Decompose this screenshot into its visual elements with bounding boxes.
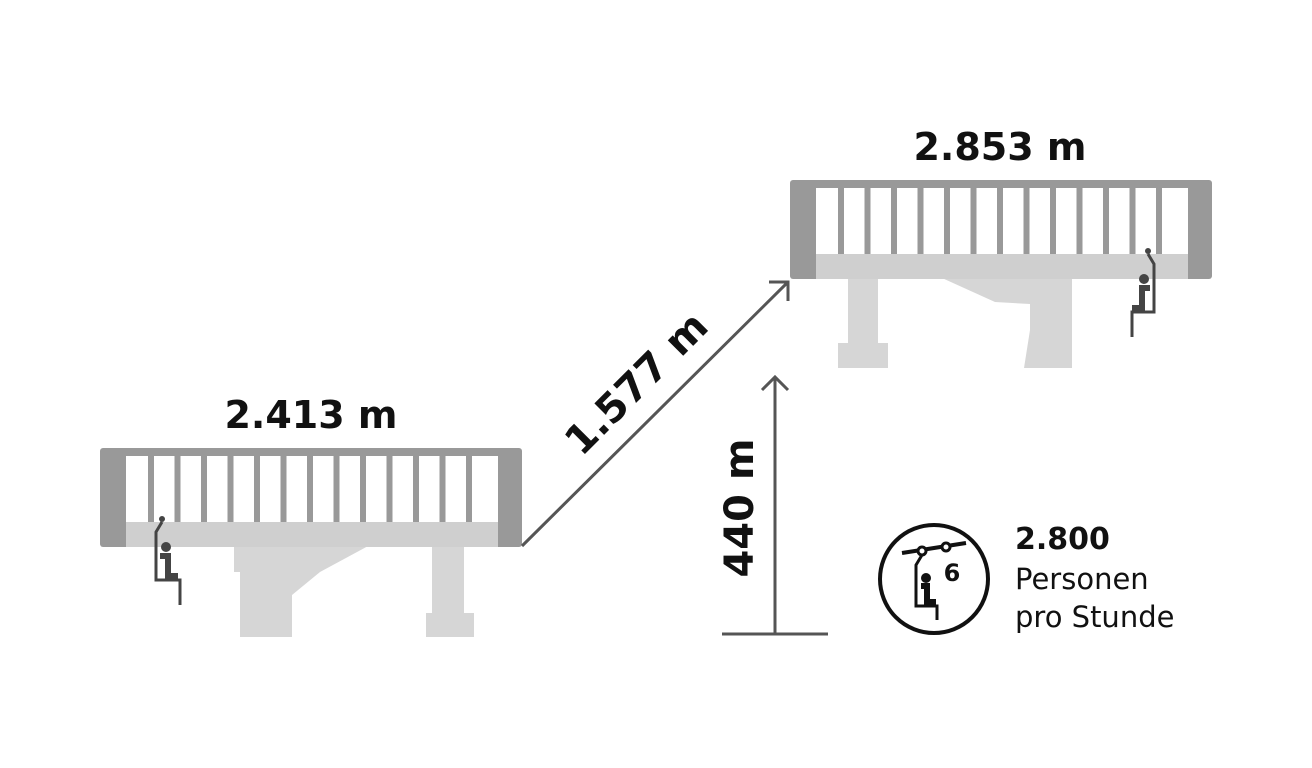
bottom-chair-person-icon xyxy=(154,516,182,605)
top-railing-slat xyxy=(944,188,950,254)
top-chair-person-icon xyxy=(1130,248,1156,337)
bottom-railing-slat xyxy=(439,456,446,522)
top-station-frame xyxy=(790,180,1212,279)
capacity-unit-line2: pro Stunde xyxy=(1015,600,1174,634)
bottom-railing-slat xyxy=(227,456,234,522)
vertical-rise-arrow xyxy=(722,374,828,636)
bottom-station xyxy=(100,448,522,637)
top-railing-slat xyxy=(1076,188,1083,254)
top-railing-slat xyxy=(864,188,871,254)
bottom-station-frame xyxy=(100,448,522,547)
bottom-railing-slat xyxy=(333,456,340,522)
bottom-station-pillars xyxy=(234,545,474,637)
top-railing-slat xyxy=(1103,188,1109,254)
bottom-railing-slat xyxy=(386,456,393,522)
top-station-elevation: 2.853 m xyxy=(913,125,1086,169)
top-railing-slat xyxy=(997,188,1003,254)
capacity-unit-line1: Personen xyxy=(1015,562,1149,596)
top-railing-slat xyxy=(1023,188,1030,254)
top-railing-slat xyxy=(1050,188,1056,254)
bottom-station-elevation: 2.413 m xyxy=(224,393,397,437)
bottom-railing-slat xyxy=(360,456,366,522)
chair-seat-count: 6 xyxy=(944,559,961,587)
top-railing-slat xyxy=(838,188,844,254)
vertical-rise-label: 440 m xyxy=(717,438,763,577)
top-station-pillars xyxy=(838,278,1072,368)
bottom-railing-slat xyxy=(466,456,472,522)
bottom-railing-slat xyxy=(254,456,260,522)
top-railing-slat xyxy=(891,188,897,254)
top-station xyxy=(790,180,1212,368)
slope-length-arrow xyxy=(520,280,790,548)
bottom-railing-slat xyxy=(148,456,154,522)
top-railing-slat xyxy=(917,188,924,254)
bottom-railing-slat xyxy=(201,456,207,522)
slope-length-label: 1.577 m xyxy=(556,303,717,464)
bottom-railing-slat xyxy=(307,456,313,522)
bottom-railing-slat xyxy=(280,456,287,522)
bottom-railing-slat xyxy=(174,456,181,522)
capacity-value: 2.800 xyxy=(1015,522,1110,557)
top-railing-slat xyxy=(1156,188,1162,254)
top-railing-slat xyxy=(1129,188,1136,254)
bottom-railing-slat xyxy=(413,456,419,522)
six-seat-chairlift-icon xyxy=(878,523,990,635)
top-railing-slat xyxy=(970,188,977,254)
